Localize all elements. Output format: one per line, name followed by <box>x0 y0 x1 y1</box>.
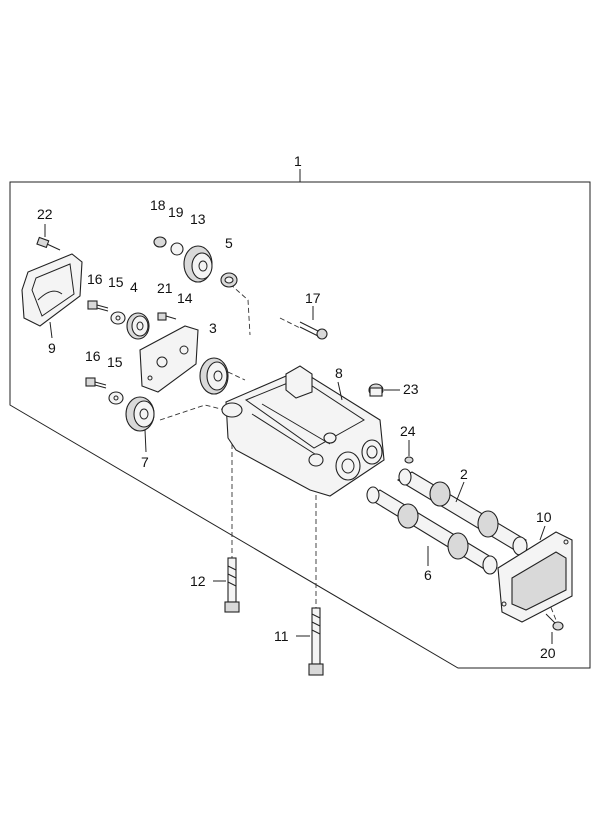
callout-cover-right: 10 <box>536 509 552 525</box>
callout-nut-washer: 5 <box>225 235 233 251</box>
callout-housing: 8 <box>335 365 343 381</box>
callout-gear-lower: 7 <box>141 454 149 470</box>
washer-lower-hole <box>113 395 119 401</box>
shaft-upper-part <box>396 468 528 556</box>
callout-bolt-small-lower: 16 <box>85 348 101 364</box>
leader-gear-lower <box>144 429 147 453</box>
callout-bolt-21: 21 <box>157 280 173 296</box>
callout-gear-top: 13 <box>190 211 206 227</box>
leader-housing <box>337 381 343 401</box>
plug-23-part <box>368 383 384 397</box>
nut-18-part <box>153 236 167 248</box>
bolt-21-part <box>157 312 177 321</box>
callout-washer-lower: 15 <box>107 354 123 370</box>
callout-bolt-medium: 12 <box>190 573 206 589</box>
shaft-lower-part <box>366 486 498 575</box>
pin-24-part <box>404 456 414 464</box>
washer-upper-part <box>110 311 126 325</box>
gear-lower-part <box>125 396 155 432</box>
assembly-line <box>159 404 226 421</box>
callout-bolt-20: 20 <box>540 645 556 661</box>
assembly-boundary <box>9 181 591 669</box>
callout-cover-left: 9 <box>48 340 56 356</box>
bolt-22-part <box>36 236 61 251</box>
gear-drive-part <box>199 357 229 395</box>
assembly-line <box>229 283 251 336</box>
bolt-small-upper-part <box>87 300 109 312</box>
callout-washer-upper: 15 <box>108 274 124 290</box>
cover-left-part <box>21 253 83 327</box>
nut-washer-part <box>220 272 238 288</box>
leader-cover-left <box>49 321 53 339</box>
callout-shaft-lower: 6 <box>424 567 432 583</box>
assembly-line <box>279 317 301 329</box>
bolt-20-part <box>545 613 564 631</box>
callout-assembly: 1 <box>294 153 302 169</box>
assembly-line <box>227 371 246 381</box>
plate-part <box>139 325 199 393</box>
callout-bolt-17: 17 <box>305 290 321 306</box>
cover-right-part <box>497 531 573 623</box>
callout-bolt-small-upper: 16 <box>87 271 103 287</box>
callout-bolt-long: 11 <box>274 628 289 644</box>
gear-small-upper-part <box>126 312 150 340</box>
housing-part <box>221 365 385 497</box>
bolt-long-part <box>308 607 324 676</box>
bolt-medium-part <box>224 557 240 613</box>
leader-cover-right <box>539 525 546 541</box>
leader-shaft-upper <box>455 481 465 503</box>
callout-plate: 14 <box>177 290 193 306</box>
callout-plug-23: 23 <box>403 381 419 397</box>
washer-lower-part <box>108 391 124 405</box>
callout-gear-drive: 3 <box>209 320 217 336</box>
washer-19-part <box>170 242 184 256</box>
bolt-17-part <box>299 321 328 340</box>
callout-bolt-22: 22 <box>37 206 53 222</box>
callout-pin-24: 24 <box>400 423 416 439</box>
callout-nut-18: 18 <box>150 197 166 213</box>
gear-top-part <box>183 245 213 283</box>
callout-washer-19: 19 <box>168 204 184 220</box>
callout-shaft-upper: 2 <box>460 466 468 482</box>
washer-upper-hole <box>115 315 121 321</box>
bolt-small-lower-part <box>85 377 107 389</box>
callout-gear-small-upper: 4 <box>130 279 138 295</box>
